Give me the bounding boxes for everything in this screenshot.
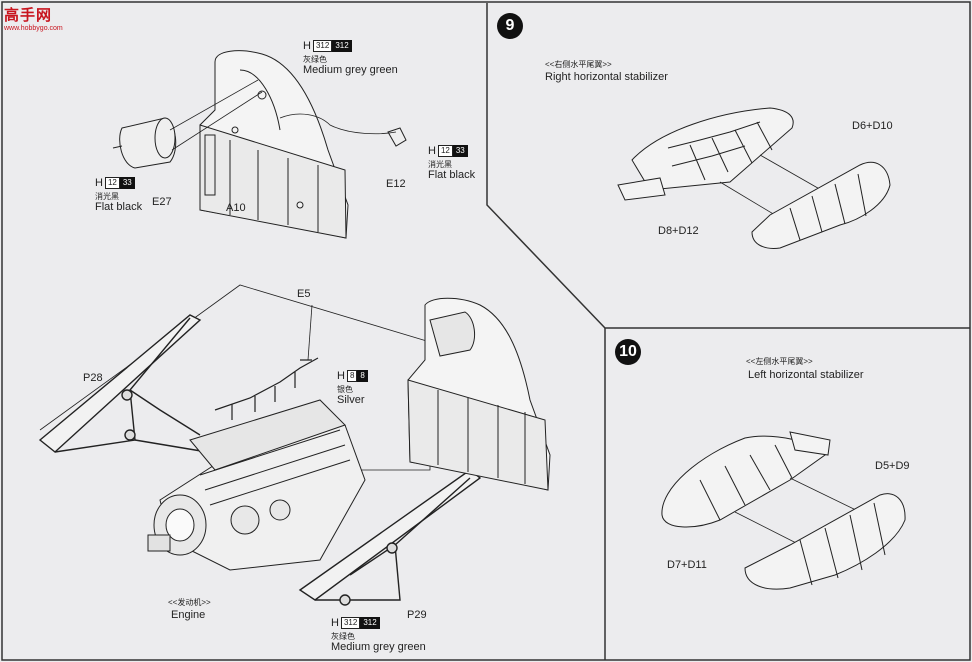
watermark-logo-text: 高手网 — [4, 7, 53, 24]
step-10-title-cn: <<左侧水平尾翼>> — [746, 357, 813, 366]
paint-code-dark: 312 — [332, 40, 352, 52]
paint-code-e12: H 12 33 — [428, 145, 468, 157]
part-e27-drawing — [112, 117, 177, 169]
bulkhead-lower-drawing — [407, 297, 551, 491]
paint-bottom-cn: 灰绿色 — [331, 632, 355, 641]
step-9-title-cn: <<右侧水平尾翼>> — [545, 60, 612, 69]
part-label-e5: E5 — [297, 288, 311, 300]
paint-bottom-en: Medium grey green — [331, 641, 426, 653]
engine-label-cn: <<发动机>> — [168, 598, 211, 607]
paint-code-light: 12 — [437, 145, 453, 157]
paint-top-cn: 灰绿色 — [303, 55, 327, 64]
stabilizer-right-lower-drawing — [751, 161, 891, 249]
watermark-url: www.hobbygo.com — [4, 25, 63, 32]
part-label-p29: P29 — [407, 609, 427, 621]
step-9-title-en: Right horizontal stabilizer — [545, 71, 668, 83]
step-10-part-b: D7+D11 — [667, 559, 707, 571]
paint-code-light: 312 — [312, 40, 333, 52]
part-label-a10: A10 — [226, 202, 246, 214]
stabilizer-right-upper-drawing — [617, 107, 794, 201]
bulkhead-a10-drawing — [199, 50, 349, 239]
paint-e27-cn: 消光黑 — [95, 192, 119, 201]
paint-code-silver: H 8 8 — [337, 370, 368, 382]
step-10-badge: 10 — [615, 339, 641, 365]
paint-code-dark: 8 — [357, 370, 368, 382]
paint-top-en: Medium grey green — [303, 64, 398, 76]
paint-code-light: 12 — [104, 177, 120, 189]
paint-h-label: H — [337, 370, 345, 382]
stabilizer-left-upper-drawing — [661, 431, 831, 528]
paint-code-light: 312 — [340, 617, 361, 629]
engine-label-en: Engine — [171, 609, 206, 621]
paint-code-top: H 312 312 — [303, 40, 352, 52]
part-p28-drawing — [38, 314, 226, 456]
paint-h-label: H — [303, 40, 311, 52]
paint-code-dark: 312 — [360, 617, 380, 629]
paint-silver-en: Silver — [337, 394, 365, 406]
paint-code-e27: H 12 33 — [95, 177, 135, 189]
paint-e12-cn: 消光黑 — [428, 160, 452, 169]
part-label-e12: E12 — [386, 178, 406, 190]
step-9-part-b: D8+D12 — [658, 225, 699, 237]
step-10-title-en: Left horizontal stabilizer — [748, 369, 864, 381]
part-p29-drawing — [298, 469, 482, 606]
paint-h-label: H — [428, 145, 436, 157]
engine-drawing — [147, 399, 366, 571]
paint-code-bottom: H 312 312 — [331, 617, 380, 629]
step-10-part-a: D5+D9 — [875, 460, 910, 472]
paint-e27-en: Flat black — [95, 201, 143, 213]
stabilizer-left-lower-drawing — [744, 493, 906, 590]
part-label-p28: P28 — [83, 372, 103, 384]
paint-code-light: 8 — [346, 370, 358, 382]
part-label-e27: E27 — [152, 196, 172, 208]
paint-e12-en: Flat black — [428, 169, 476, 181]
part-e5-drawing — [214, 357, 319, 420]
step-9-part-a: D6+D10 — [852, 120, 893, 132]
paint-silver-cn: 银色 — [337, 385, 353, 394]
paint-h-label: H — [331, 617, 339, 629]
paint-h-label: H — [95, 177, 103, 189]
paint-code-dark: 33 — [452, 145, 468, 157]
part-e12-drawing — [387, 127, 407, 147]
step-9-badge: 9 — [497, 13, 523, 39]
watermark-logo: 高手网 www.hobbygo.com — [4, 4, 63, 32]
paint-code-dark: 33 — [119, 177, 135, 189]
